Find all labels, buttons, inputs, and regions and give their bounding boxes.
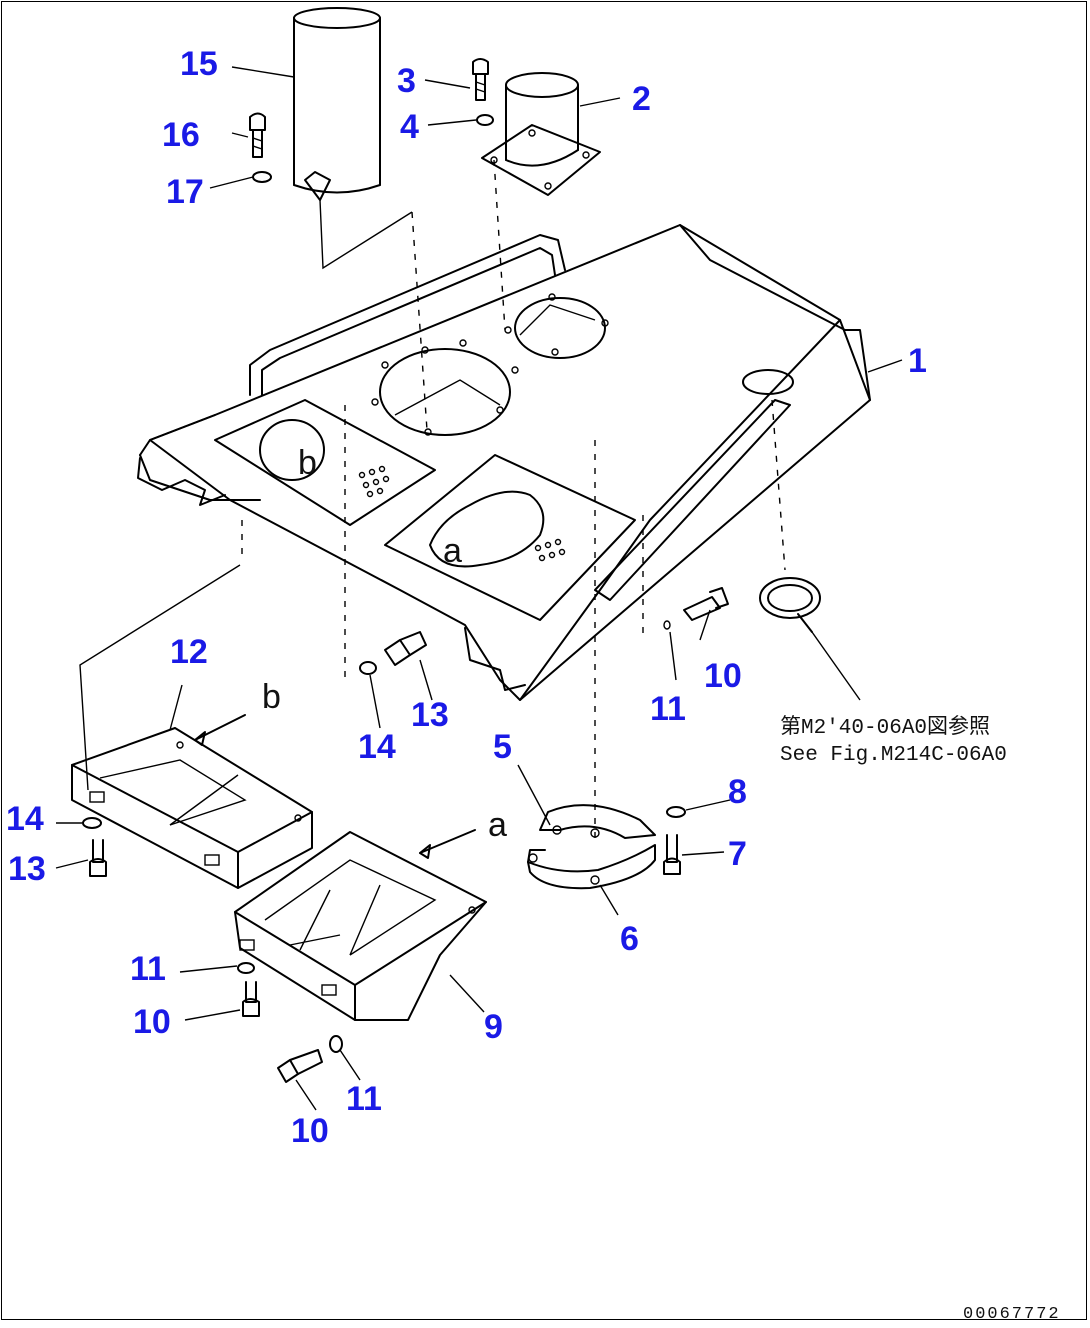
callout-4: 4: [400, 108, 419, 146]
callout-5: 5: [493, 728, 512, 766]
washer-8: [666, 806, 686, 818]
assembly-line-4: [771, 399, 786, 571]
bolt-3: [472, 58, 489, 101]
short-cylinder-part: [481, 72, 601, 331]
bolt-10-lower: [277, 1049, 323, 1083]
tall-cylinder-part: [293, 7, 428, 431]
washer-11-lower-left: [237, 962, 255, 974]
washer-11-upper: [663, 620, 671, 630]
callout-10-left: 10: [133, 1003, 171, 1041]
callout-11-left: 11: [130, 950, 166, 988]
bolt-13-lower: [89, 839, 107, 877]
vent-holes-b: [358, 465, 390, 498]
callout-3: 3: [397, 62, 416, 100]
bolt-10-lower-left: [242, 981, 260, 1017]
washer-14-upper: [359, 661, 377, 675]
bolt-7: [663, 834, 681, 875]
view-ref-a-box: a: [488, 806, 507, 844]
callout-14-upper: 14: [358, 728, 396, 766]
hose-clamp: [759, 577, 861, 701]
assembly-line-6: [79, 564, 241, 791]
bolt-13-upper: [384, 631, 427, 666]
callout-numbers: 1 2 3 4 5 6 7 8 9 10 10 10 11 11 11 12 1…: [6, 45, 927, 1150]
callout-7: 7: [728, 835, 747, 873]
view-ref-b-main: b: [298, 444, 317, 482]
callout-13-lower: 13: [8, 850, 46, 888]
split-flange-5-6: [527, 804, 656, 890]
callout-17: 17: [166, 173, 204, 211]
main-cover-body: b a: [137, 224, 871, 701]
callout-11-upper: 11: [650, 690, 686, 728]
reference-note-english: See Fig.M214C-06A0: [780, 744, 1007, 767]
leader-lines: [55, 66, 903, 1111]
callout-15: 15: [180, 45, 218, 83]
callout-13-upper: 13: [411, 696, 449, 734]
box-part-12: b: [71, 678, 313, 889]
bolt-10-upper: [683, 587, 729, 621]
callout-10-upper: 10: [704, 657, 742, 695]
callout-16: 16: [162, 116, 200, 154]
callout-9: 9: [484, 1008, 503, 1046]
box-part-9: a: [234, 806, 507, 1021]
vent-holes-a: [534, 538, 566, 562]
washer-11-lower: [329, 1035, 343, 1053]
callout-14-lower: 14: [6, 800, 44, 838]
callout-12: 12: [170, 633, 208, 671]
callout-2: 2: [632, 80, 651, 118]
callout-1: 1: [908, 342, 927, 380]
reference-note-japanese: 第M2'40-06A0図参照: [780, 715, 990, 740]
callout-6: 6: [620, 920, 639, 958]
bolt-16: [249, 112, 266, 158]
washer-4: [476, 114, 494, 126]
callout-8: 8: [728, 773, 747, 811]
view-ref-a-main: a: [443, 532, 462, 570]
callout-10-lower: 10: [291, 1112, 329, 1150]
view-ref-b-box: b: [262, 678, 281, 716]
washer-14-lower: [82, 817, 102, 829]
callout-11-lower: 11: [346, 1080, 382, 1118]
